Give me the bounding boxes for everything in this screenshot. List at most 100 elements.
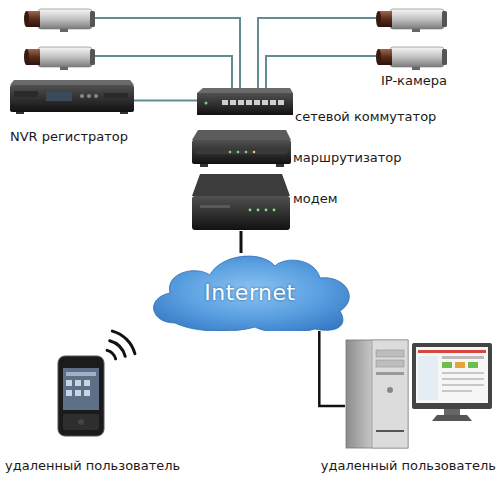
modem-icon-part	[192, 196, 290, 230]
wireless-signal-part	[107, 350, 116, 359]
cloud-label: Internet	[204, 280, 295, 305]
nvr-recorder-icon-part	[10, 85, 134, 112]
mobile-phone-icon-part	[58, 356, 104, 436]
nvr-recorder-icon	[10, 80, 134, 114]
desktop-computer-icon-part	[418, 356, 438, 400]
nvr-recorder: NVR регистратор	[10, 80, 134, 113]
network-switch-icon-part	[197, 88, 293, 93]
desktop-computer-icon-part	[376, 360, 404, 367]
camera-wires-part	[258, 18, 376, 88]
network-switch: сетевой коммутатор	[197, 88, 293, 116]
device-label: сетевой коммутатор	[295, 109, 436, 125]
desktop-computer-icon-part	[468, 362, 478, 368]
desktop-computer-icon-part	[372, 340, 408, 448]
modem-icon-part	[200, 205, 230, 208]
cable-connector	[134, 100, 197, 102]
desktop-computer-icon-part	[442, 390, 472, 392]
router-icon-part	[245, 151, 248, 154]
device-label: IP-камера	[381, 73, 447, 89]
modem-icon-part	[265, 209, 268, 212]
internet-cloud: Internet	[145, 253, 355, 331]
network-switch-icon-part	[278, 100, 284, 105]
nvr-recorder-icon-part	[46, 92, 72, 101]
mobile-phone-icon-part	[75, 390, 81, 396]
desktop-computer-icon-part	[442, 356, 484, 359]
desktop-computer-icon-part	[376, 430, 404, 432]
nvr-recorder-icon-part	[87, 94, 91, 98]
network-switch-icon-part	[238, 100, 244, 105]
nvr-recorder-icon-part	[80, 94, 84, 98]
desktop-computer-icon-part	[418, 350, 486, 353]
remote-user-phone: удаленный пользователь	[56, 354, 106, 438]
modem-icon-part	[192, 174, 290, 196]
desktop-computer-icon-part	[455, 362, 465, 368]
cable-connector	[240, 231, 243, 253]
desktop-computer-icon-part	[442, 378, 484, 380]
modem-icon-part	[273, 209, 276, 212]
wireless-signal-part	[110, 341, 126, 357]
camera-wires-part	[95, 18, 240, 88]
router: маршрутизатор	[192, 130, 291, 165]
router-icon-part	[196, 150, 287, 154]
network-switch-icon-part	[205, 102, 208, 105]
mobile-phone-icon-part	[66, 380, 72, 386]
desktop-computer-icon-part	[442, 384, 484, 386]
network-switch-icon	[197, 88, 293, 115]
desktop-computer-icon-part	[442, 362, 452, 368]
cloud-shape	[154, 256, 350, 331]
nvr-recorder-icon-part	[16, 112, 24, 114]
nvr-recorder-icon-part	[120, 112, 128, 114]
desktop-computer-icon-part	[416, 347, 488, 403]
desktop-computer-icon-part	[387, 387, 393, 393]
nvr-recorder-icon-part	[94, 94, 98, 98]
device-label: модем	[293, 191, 338, 207]
router-icon-part	[253, 151, 256, 154]
router-icon	[192, 130, 291, 167]
device-label: NVR регистратор	[10, 129, 128, 145]
nvr-recorder-icon-part	[10, 80, 134, 85]
nvr-recorder-icon-part	[14, 91, 38, 97]
mobile-phone-icon-part	[63, 414, 99, 430]
network-switch-icon-part	[262, 100, 268, 105]
ip-cameras-part	[376, 9, 447, 32]
device-label: маршрутизатор	[293, 150, 402, 166]
network-switch-icon-part	[246, 100, 252, 105]
desktop-computer-icon	[346, 340, 492, 448]
modem-icon-part	[249, 209, 252, 212]
camera-wires-part	[266, 56, 376, 88]
mobile-phone-icon-part	[66, 390, 72, 396]
network-switch-icon-part	[230, 100, 236, 105]
network-switch-icon-part	[254, 100, 260, 105]
network-switch-icon-part	[197, 93, 293, 115]
router-icon-part	[192, 140, 291, 164]
desktop-computer-icon-part	[346, 340, 408, 448]
mobile-phone-icon-part	[75, 380, 81, 386]
mobile-phone-icon	[58, 356, 104, 436]
ip-cameras-part	[376, 47, 447, 70]
ip-cameras-part	[24, 9, 95, 32]
device-label: удаленный пользователь	[321, 458, 496, 474]
modem: модем	[192, 174, 290, 231]
mobile-phone-icon-part	[66, 372, 96, 376]
mobile-phone-icon-part	[84, 380, 90, 386]
router-icon-part	[276, 164, 284, 167]
router-icon-part	[229, 151, 232, 154]
desktop-computer-icon-part	[444, 409, 460, 416]
desktop-computer-icon-part	[442, 372, 484, 374]
wireless-signal	[107, 331, 135, 359]
mobile-phone-icon-part	[84, 390, 90, 396]
router-icon-part	[192, 130, 291, 140]
desktop-computer-icon-part	[412, 343, 492, 409]
desktop-computer-icon-part	[432, 415, 472, 421]
desktop-computer-icon-part	[376, 350, 404, 357]
modem-icon-part	[257, 209, 260, 212]
mobile-phone-icon-part	[63, 368, 99, 410]
mobile-phone-icon-part	[78, 419, 84, 425]
router-icon-part	[237, 151, 240, 154]
ip-cameras	[24, 9, 447, 70]
router-icon-part	[200, 164, 208, 167]
